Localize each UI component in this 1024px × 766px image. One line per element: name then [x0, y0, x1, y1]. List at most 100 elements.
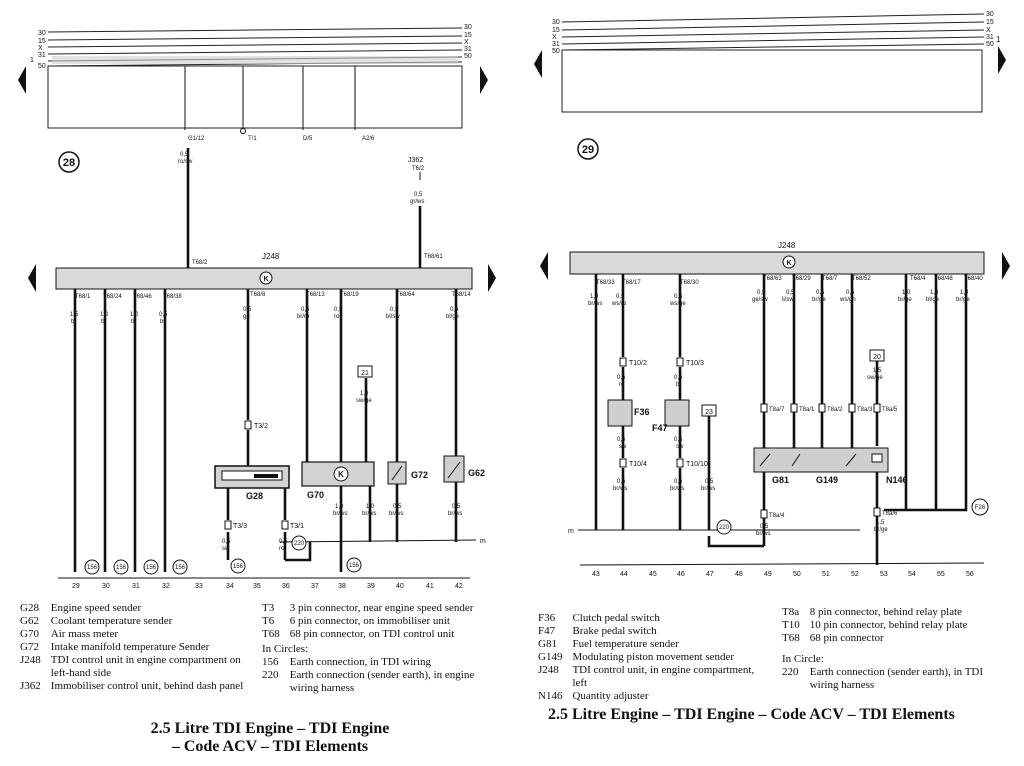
connector-label: T3/3 — [233, 523, 247, 530]
svg-text:0,5: 0,5 — [757, 290, 766, 296]
wire-color: gr/ws — [410, 199, 424, 205]
wire-color: ro/sw — [178, 159, 193, 165]
svg-text:G72: G72 — [411, 470, 428, 480]
right-title: 2.5 Litre Engine – TDI Engine – Code ACV… — [548, 706, 955, 723]
legend-heading: In Circles: — [262, 643, 309, 655]
svg-text:56: 56 — [966, 571, 974, 578]
right-bus-lines — [561, 13, 985, 113]
bus-label: 50 — [38, 63, 46, 70]
pin-label: T68/1 — [75, 294, 91, 300]
svg-text:m: m — [568, 528, 574, 535]
svg-text:43: 43 — [592, 571, 600, 578]
svg-text:32: 32 — [162, 583, 170, 590]
pin-label: T68/64 — [396, 292, 415, 298]
f26-marker: F26 — [971, 498, 989, 516]
svg-text:0,5: 0,5 — [846, 290, 855, 296]
svg-text:0,5: 0,5 — [674, 375, 683, 381]
right-bus-labels-right: 30 15 X 31 50 1 — [986, 11, 1001, 48]
connector-label: T10/3 — [686, 360, 704, 367]
svg-text:T68/4: T68/4 — [910, 276, 926, 282]
svg-text:1: 1 — [996, 35, 1001, 44]
svg-text:0,5: 0,5 — [816, 290, 825, 296]
box-23: 23 — [701, 404, 717, 417]
bus-label: X — [38, 45, 43, 52]
svg-text:31: 31 — [986, 34, 994, 41]
svg-text:br/ws: br/ws — [613, 486, 627, 492]
svg-text:33: 33 — [195, 583, 203, 590]
svg-text:50: 50 — [986, 41, 994, 48]
svg-text:21: 21 — [361, 370, 369, 377]
scroll-right-arrow-icon — [480, 66, 488, 94]
svg-text:0,5: 0,5 — [393, 504, 402, 510]
svg-text:T8a/1: T8a/1 — [799, 407, 815, 413]
svg-text:23: 23 — [705, 409, 713, 416]
svg-text:0,5: 0,5 — [222, 539, 231, 545]
diagram-number-28: 28 — [58, 151, 80, 173]
bus-label: 50 — [464, 53, 472, 60]
svg-text:48: 48 — [735, 571, 743, 578]
svg-text:ws/gn: ws/gn — [839, 297, 856, 303]
scroll-right-arrow-icon — [1002, 252, 1010, 280]
connector-label: T3/1 — [290, 523, 304, 530]
svg-text:bl/ge: bl/ge — [446, 314, 460, 320]
connector-label: G1/12 — [188, 136, 205, 142]
scroll-right-arrow-icon — [998, 46, 1006, 74]
bus-label: X — [464, 39, 469, 46]
component-g28: G28 — [214, 465, 290, 501]
svg-text:0,5: 0,5 — [674, 294, 683, 300]
svg-text:52: 52 — [851, 571, 859, 578]
svg-text:T68/17: T68/17 — [622, 280, 641, 286]
svg-text:F36: F36 — [634, 407, 650, 417]
right-earth-circle-220: 220 — [716, 519, 732, 535]
left-earth-circles: 156 156 156 156 156 156 220 — [84, 535, 362, 575]
pin-label: T68/13 — [306, 292, 325, 298]
component-g149: G149 — [816, 475, 838, 485]
component-g81: G81 — [772, 475, 789, 485]
svg-text:T68/52: T68/52 — [852, 276, 871, 282]
svg-text:br/ws: br/ws — [756, 531, 770, 537]
svg-text:0,5: 0,5 — [617, 375, 626, 381]
scroll-left-arrow-icon — [534, 50, 542, 78]
svg-text:ro: ro — [334, 314, 340, 320]
connector-label: A2/6 — [362, 136, 375, 142]
svg-text:sw: sw — [222, 546, 230, 552]
svg-text:bl: bl — [676, 382, 681, 388]
scroll-left-arrow-icon — [28, 264, 36, 292]
box-21: 21 — [357, 365, 373, 378]
svg-text:G62: G62 — [468, 468, 485, 478]
svg-text:0,5: 0,5 — [705, 479, 714, 485]
svg-text:G28: G28 — [246, 491, 263, 501]
svg-text:156: 156 — [175, 565, 186, 571]
right-wire-colors: br/ws ws/ro ws/ge ge/sw li/sw br/ge ws/g… — [588, 297, 970, 307]
bus-label: 30 — [464, 24, 472, 31]
svg-text:0,5: 0,5 — [334, 307, 343, 313]
connector-label: T3/2 — [254, 423, 268, 430]
svg-text:46: 46 — [677, 571, 685, 578]
svg-text:41: 41 — [426, 583, 434, 590]
svg-text:br: br — [101, 319, 106, 325]
svg-text:0,5: 0,5 — [450, 307, 459, 313]
svg-text:ws/ge: ws/ge — [669, 301, 686, 307]
svg-text:220: 220 — [719, 525, 730, 531]
pin-label: T68/2 — [192, 260, 208, 266]
connector-label: T8a/4 — [769, 513, 785, 519]
svg-text:br: br — [71, 319, 76, 325]
svg-text:T68/48: T68/48 — [934, 276, 953, 282]
svg-text:45: 45 — [649, 571, 657, 578]
svg-text:T8a/3: T8a/3 — [857, 407, 873, 413]
component-f47: F47 — [652, 399, 690, 433]
svg-text:42: 42 — [455, 583, 463, 590]
pin-label: T68/14 — [452, 292, 471, 298]
scroll-left-arrow-icon — [18, 66, 26, 94]
svg-text:F47: F47 — [652, 423, 668, 433]
svg-text:0,5: 0,5 — [786, 290, 795, 296]
box-20: 20 — [869, 349, 885, 362]
svg-text:T8a/2: T8a/2 — [827, 407, 843, 413]
svg-text:0,5: 0,5 — [616, 294, 625, 300]
svg-text:47: 47 — [706, 571, 714, 578]
svg-text:br: br — [131, 319, 136, 325]
unit-symbol: K — [263, 276, 268, 283]
left-bus-lines — [47, 27, 463, 129]
svg-text:br/ro: br/ro — [297, 314, 310, 320]
